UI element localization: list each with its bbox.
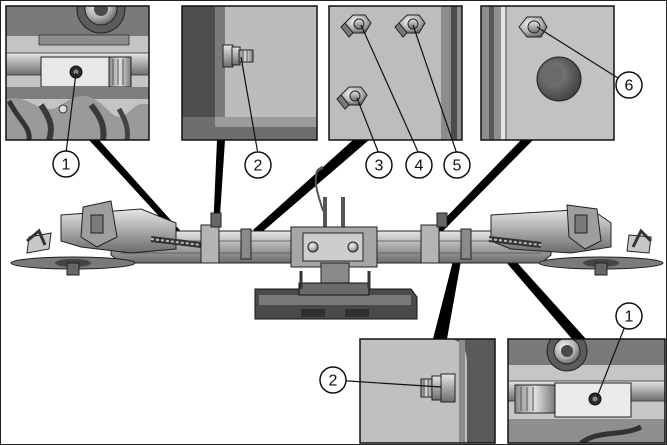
callout-3: 3 xyxy=(365,151,393,179)
callout-label: 5 xyxy=(453,158,462,175)
nut-upper-left xyxy=(340,14,372,38)
panel-4-frame xyxy=(480,5,615,141)
wedge-panel-1 xyxy=(89,140,185,239)
detail-panel-set-screw xyxy=(6,6,149,140)
panel-1-frame xyxy=(5,5,150,141)
callout-6: 6 xyxy=(615,71,643,99)
callout-label: 1 xyxy=(625,309,634,326)
callout-label: 4 xyxy=(415,158,424,175)
nut-upper-right xyxy=(394,14,426,38)
wedge-panel-5 xyxy=(433,253,462,339)
wedge-panel-2 xyxy=(213,140,225,231)
nut-top xyxy=(518,16,548,38)
panel-3-frame xyxy=(328,5,463,141)
machine-assembly xyxy=(10,165,664,320)
detail-panel-three-nuts xyxy=(329,6,462,140)
detail-panel-nut-plug xyxy=(481,6,614,140)
panel-5-frame xyxy=(359,338,496,444)
wedge-panel-3 xyxy=(253,140,369,233)
callout-2-bottom: 2 xyxy=(319,366,347,394)
callout-label: 2 xyxy=(329,373,338,390)
callout-4: 4 xyxy=(405,151,433,179)
callout-leaders xyxy=(65,24,630,398)
callout-5: 5 xyxy=(443,151,471,179)
wedge-panel-4 xyxy=(431,140,533,237)
callout-label: 3 xyxy=(375,158,384,175)
callout-1-bottom: 1 xyxy=(615,302,643,330)
panel-6-frame xyxy=(507,338,666,444)
callout-label: 2 xyxy=(254,158,263,175)
callout-label: 6 xyxy=(625,78,634,95)
leader-wedges xyxy=(89,140,586,339)
nut-lower xyxy=(336,86,368,110)
callout-1-top: 1 xyxy=(52,150,80,178)
detail-panel-side-bolt xyxy=(182,6,317,140)
callout-label: 1 xyxy=(62,157,71,174)
callout-2-top: 2 xyxy=(244,151,272,179)
panel-2-frame xyxy=(181,5,318,141)
detail-panel-bottom-bolt xyxy=(360,339,495,443)
detail-panel-bottom-set-screw xyxy=(508,339,665,443)
